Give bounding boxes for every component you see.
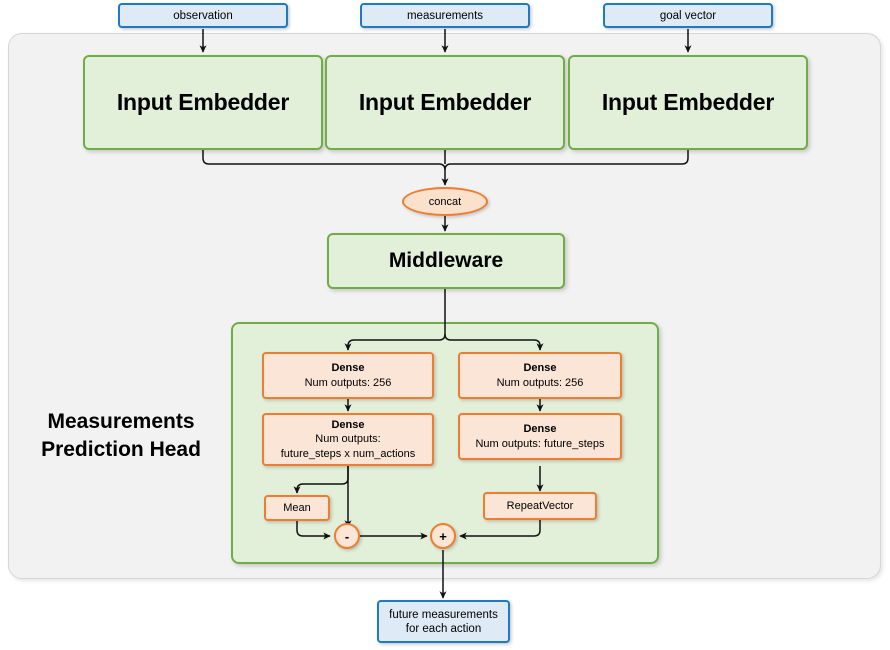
subtract-operator-symbol: - [344,528,350,544]
input-embedder-goal-vector-label: Input Embedder [601,89,775,115]
dense-right-1[interactable]: Dense Num outputs: 256 [458,352,622,399]
dense-left-2[interactable]: Dense Num outputs: future_steps x num_ac… [262,413,434,466]
input-box-goal-vector[interactable]: goal vector [603,3,773,28]
output-box-future-measurements[interactable]: future measurements for each action [377,600,510,643]
add-operator[interactable]: + [430,523,456,549]
concat-label: concat [428,195,462,208]
middleware-label: Middleware [388,249,504,272]
add-operator-symbol: + [439,528,447,544]
dense-left-1-outputs: Num outputs: 256 [304,376,392,389]
input-embedder-measurements-label: Input Embedder [358,89,532,115]
dense-right-1-outputs: Num outputs: 256 [496,376,584,389]
input-embedder-goal-vector[interactable]: Input Embedder [568,55,808,150]
concat-node[interactable]: concat [402,187,488,216]
repeat-vector-node[interactable]: RepeatVector [483,492,597,520]
measurements-prediction-head-title: Measurements Prediction Head [18,408,224,464]
input-box-measurements[interactable]: measurements [360,3,530,28]
input-box-goal-vector-label: goal vector [659,9,717,22]
dense-right-2-title: Dense [523,423,557,435]
subtract-operator[interactable]: - [334,523,360,549]
input-box-observation[interactable]: observation [118,3,288,28]
dense-right-1-title: Dense [523,362,557,374]
output-line-2: for each action [405,622,482,635]
dense-left-2-title: Dense [331,418,365,431]
dense-left-2-outputs-value: future_steps x num_actions [280,447,416,460]
dense-left-2-outputs-label: Num outputs: [315,433,381,446]
input-embedder-measurements[interactable]: Input Embedder [325,55,565,150]
head-title-line-2: Prediction Head [41,438,201,461]
dense-right-2-outputs: Num outputs: future_steps [475,437,605,450]
head-title-line-1: Measurements [47,410,195,433]
dense-right-2[interactable]: Dense Num outputs: future_steps [458,413,622,460]
input-box-observation-label: observation [173,9,233,22]
input-box-measurements-label: measurements [406,9,484,22]
mean-node[interactable]: Mean [264,495,330,521]
dense-left-1[interactable]: Dense Num outputs: 256 [262,352,434,399]
input-embedder-observation-label: Input Embedder [116,89,290,115]
input-embedder-observation[interactable]: Input Embedder [83,55,323,150]
mean-label: Mean [283,501,311,514]
dense-left-1-title: Dense [331,362,365,374]
output-line-1: future measurements [389,608,498,621]
middleware-block[interactable]: Middleware [327,233,565,289]
repeat-vector-label: RepeatVector [506,499,574,512]
